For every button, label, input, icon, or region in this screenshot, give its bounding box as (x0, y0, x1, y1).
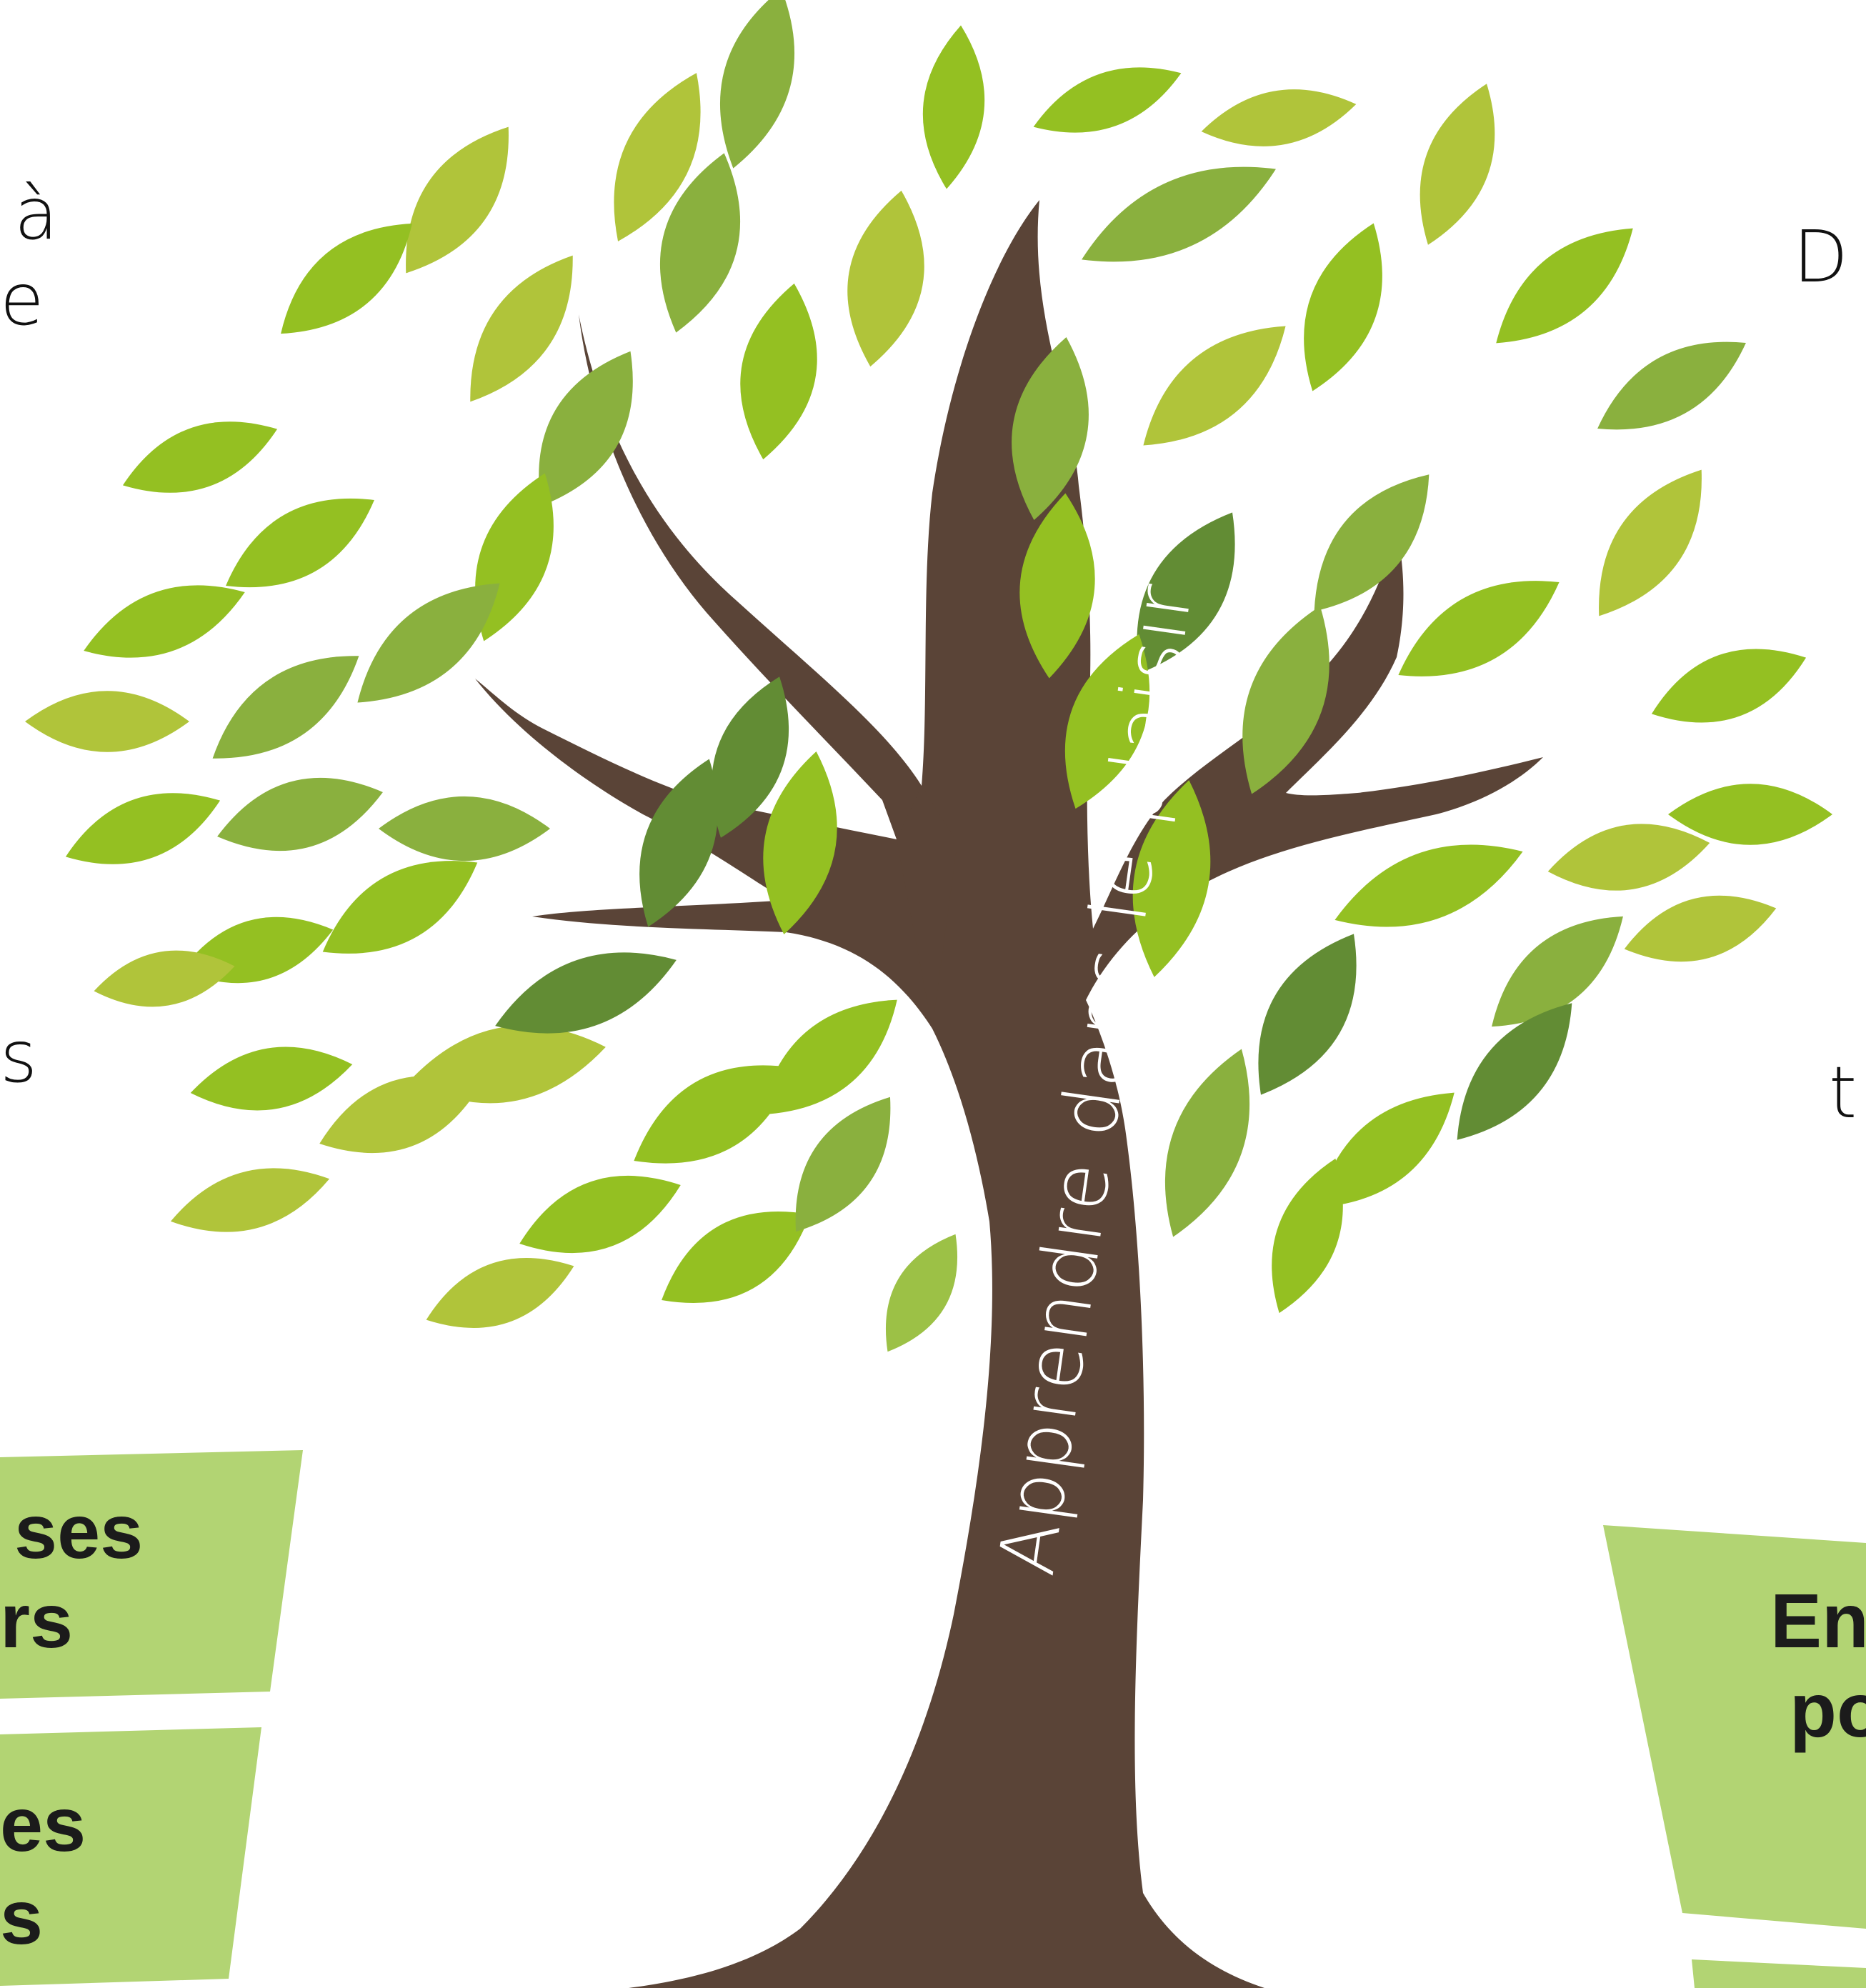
leaf (1019, 493, 1095, 679)
box-right-1-line1: En (1770, 1577, 1866, 1664)
leaf (379, 796, 550, 861)
box-left-1-line2: rs (0, 1577, 74, 1664)
leaf (1143, 326, 1286, 446)
leaf (1304, 223, 1382, 391)
leaf (122, 421, 278, 493)
leaf (1012, 336, 1089, 521)
leaf (1314, 474, 1430, 611)
box-left-2-line2: s (0, 1874, 44, 1960)
leaf (1651, 649, 1807, 723)
leaf (847, 190, 924, 367)
leaf (1033, 67, 1182, 133)
leaf (319, 1076, 481, 1153)
leaf (495, 952, 677, 1034)
leaf (1398, 581, 1560, 676)
leaf (1164, 1049, 1250, 1237)
leaf (662, 1212, 810, 1303)
leaf (426, 1258, 574, 1328)
leaf (1132, 780, 1211, 977)
leaf (1258, 934, 1357, 1095)
fragment-top-left-2: e (0, 258, 44, 341)
leaf (1137, 512, 1235, 674)
leaf (639, 759, 718, 927)
leaf (322, 861, 478, 954)
leaf (1547, 824, 1710, 891)
leaf (84, 585, 245, 658)
leaf (1082, 166, 1276, 262)
leaf (470, 255, 573, 402)
leaf (281, 223, 412, 334)
leaf (409, 1025, 606, 1104)
leaf (634, 1065, 795, 1164)
leaf (190, 1047, 353, 1111)
label-box-left-2 (0, 1727, 261, 1986)
label-box-left-1 (0, 1450, 303, 1699)
leaf (539, 351, 633, 506)
box-right-1-line2: po (1790, 1667, 1866, 1753)
leaf (1201, 89, 1357, 146)
leaf (406, 126, 509, 274)
tree-trunk (475, 200, 1543, 1988)
fragment-mid-right: t (1829, 1051, 1857, 1134)
box-left-2-line1: es (0, 1781, 86, 1867)
leaf (212, 656, 359, 759)
leaf (1457, 1003, 1572, 1140)
leaf (1272, 1158, 1343, 1314)
leaf (1420, 84, 1495, 245)
leaf (1668, 784, 1832, 845)
leaf-cluster (25, 0, 1832, 1352)
leaf (519, 1176, 681, 1253)
leaf (614, 73, 701, 241)
leaf (1064, 634, 1150, 809)
leaf (357, 583, 500, 703)
leaf (65, 793, 221, 864)
leaf (217, 777, 383, 851)
label-box-right-2 (1692, 1959, 1866, 1988)
leaf (1496, 228, 1633, 344)
leaf (1597, 341, 1746, 430)
leaf (1242, 606, 1329, 794)
leaf (1317, 1092, 1455, 1208)
leaf (760, 999, 897, 1115)
box-left-1-line1: ses (14, 1488, 144, 1574)
leaf (740, 283, 817, 460)
leaf (94, 950, 235, 1007)
leaf (795, 1097, 891, 1232)
leaf (1334, 844, 1523, 927)
leaf (720, 0, 794, 169)
label-box-right-1 (1603, 1525, 1866, 1929)
leaf (226, 498, 374, 588)
leaf (763, 751, 837, 935)
leaf (170, 1168, 330, 1232)
leaf (1492, 916, 1623, 1027)
leaf (1599, 469, 1702, 616)
leaf (712, 676, 789, 838)
leaf (922, 25, 985, 189)
fragment-top-right: D (1793, 215, 1849, 299)
leaf (25, 691, 189, 752)
leaf (885, 1234, 958, 1352)
leaf (659, 153, 741, 333)
fragment-mid-left: s (0, 1015, 38, 1099)
fragment-top-left-1: à (14, 172, 59, 256)
leaf (1624, 895, 1777, 962)
